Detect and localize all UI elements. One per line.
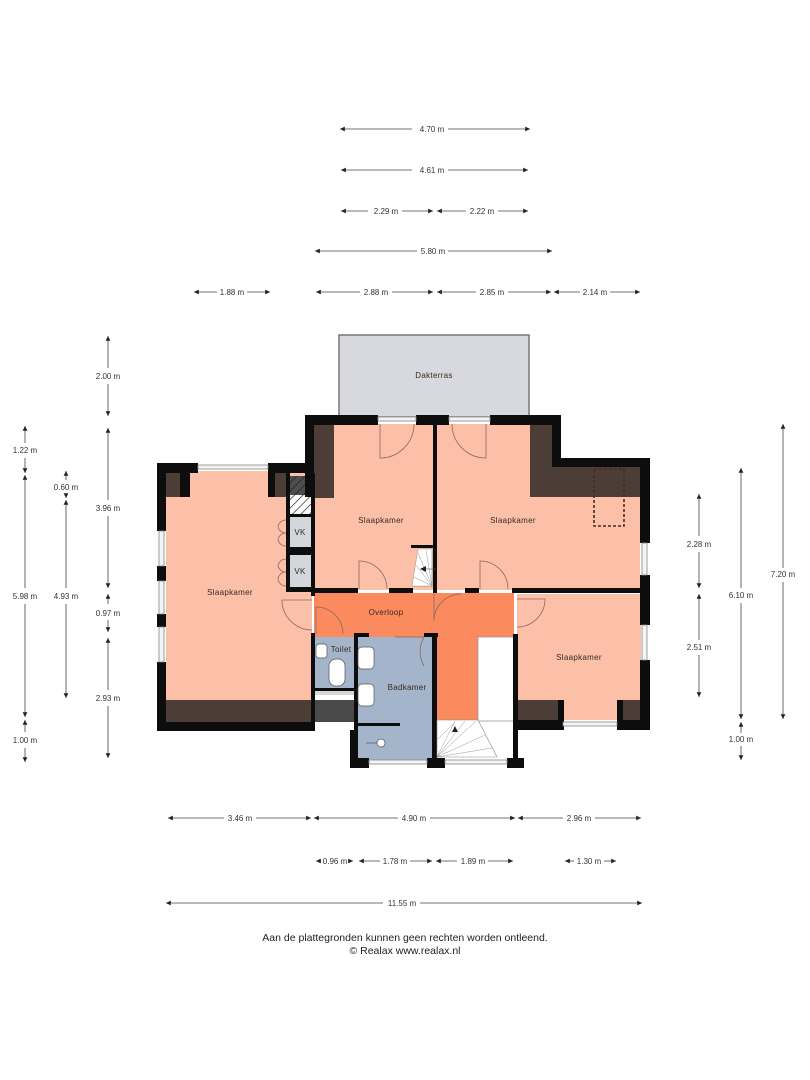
dim-label: 6.10 m [729, 591, 754, 600]
room-dakterras [338, 334, 530, 418]
dim-label: 1.89 m [461, 857, 486, 866]
label-vk-1: VK [294, 528, 306, 537]
toilet-shelf [315, 689, 355, 695]
footer-copyright: © Realax www.realax.nl [349, 945, 461, 957]
dim-label: 2.00 m [96, 372, 121, 381]
label-slaapkamer-left: Slaapkamer [207, 588, 253, 597]
dim-label: 0.60 m [54, 483, 79, 492]
dim-label: 0.97 m [96, 609, 121, 618]
dim-label: 2.28 m [687, 540, 712, 549]
dim-label: 5.98 m [13, 592, 38, 601]
dim-label: 4.93 m [54, 592, 79, 601]
dim-label: 7.20 m [771, 570, 796, 579]
shaft-hatched [290, 495, 311, 514]
stairs-lower [436, 719, 498, 758]
walls [157, 415, 650, 768]
label-overloop: Overloop [369, 608, 404, 617]
label-vk-2: VK [294, 567, 306, 576]
room-slaapkamer-bottom-right [517, 594, 641, 720]
windows [158, 416, 648, 765]
dim-label: 2.22 m [470, 207, 495, 216]
footer-disclaimer: Aan de plattegronden kunnen geen rechten… [262, 932, 548, 944]
top-dimensions [194, 126, 640, 295]
closet-vk-1 [289, 516, 311, 547]
dim-label: 1.22 m [13, 446, 38, 455]
right-dimension-labels: 2.28 m 6.10 m 7.20 m 2.51 m 1.00 m [687, 540, 796, 744]
toilet-bowl-icon [328, 658, 346, 687]
label-badkamer: Badkamer [388, 683, 427, 692]
dim-label: 1.00 m [729, 735, 754, 744]
dim-label: 11.55 m [388, 899, 417, 908]
left-dimension-labels: 2.00 m 1.22 m 0.60 m 3.96 m 5.98 m 4.93 … [13, 372, 121, 745]
stair-void [477, 636, 515, 722]
fixtures [315, 643, 386, 748]
top-dimension-labels: 4.70 m 4.61 m 2.29 m 2.22 m 5.80 m 1.88 … [220, 125, 608, 297]
stairs-upper [411, 548, 436, 587]
toilet-sink-icon [315, 643, 328, 659]
dim-label: 5.80 m [421, 247, 446, 256]
dim-label: 4.90 m [402, 814, 427, 823]
label-dakterras: Dakterras [415, 371, 452, 380]
dim-label: 4.61 m [420, 166, 445, 175]
skylight-icon [593, 468, 625, 527]
dim-label: 0.96 m [323, 857, 348, 866]
dim-label: 2.88 m [364, 288, 389, 297]
dim-label: 4.70 m [420, 125, 445, 134]
dim-label: 3.96 m [96, 504, 121, 513]
dim-label: 3.46 m [228, 814, 253, 823]
stair-direction-arrow-icon [420, 566, 426, 572]
stair-direction-arrow-icon [452, 726, 458, 732]
dim-label: 1.78 m [383, 857, 408, 866]
doors [277, 423, 546, 667]
left-dimensions [22, 336, 111, 762]
dim-label: 1.00 m [13, 736, 38, 745]
roof-slopes [166, 424, 641, 722]
dim-label: 1.30 m [577, 857, 602, 866]
room-labels: Dakterras Slaapkamer Slaapkamer Slaapkam… [207, 371, 602, 692]
label-slaapkamer-top-right: Slaapkamer [490, 516, 536, 525]
bottom-dimensions [166, 815, 642, 906]
dim-label: 1.88 m [220, 288, 245, 297]
room-overloop [314, 593, 514, 720]
bath-sink-icon [357, 683, 375, 707]
dim-label: 2.85 m [480, 288, 505, 297]
dim-label: 2.51 m [687, 643, 712, 652]
bath-sink-icon [357, 646, 375, 670]
dim-label: 2.14 m [583, 288, 608, 297]
label-toilet: Toilet [331, 645, 352, 654]
label-slaapkamer-bottom-right: Slaapkamer [556, 653, 602, 662]
shower-head-icon [376, 738, 386, 748]
dim-label: 2.93 m [96, 694, 121, 703]
dim-label: 2.29 m [374, 207, 399, 216]
closet-vk-2 [289, 555, 311, 587]
bottom-dimension-labels: 3.46 m 4.90 m 2.96 m 0.96 m 1.78 m 1.89 … [228, 814, 602, 908]
label-slaapkamer-top-mid: Slaapkamer [358, 516, 404, 525]
right-dimensions [696, 424, 786, 760]
dim-label: 2.96 m [567, 814, 592, 823]
